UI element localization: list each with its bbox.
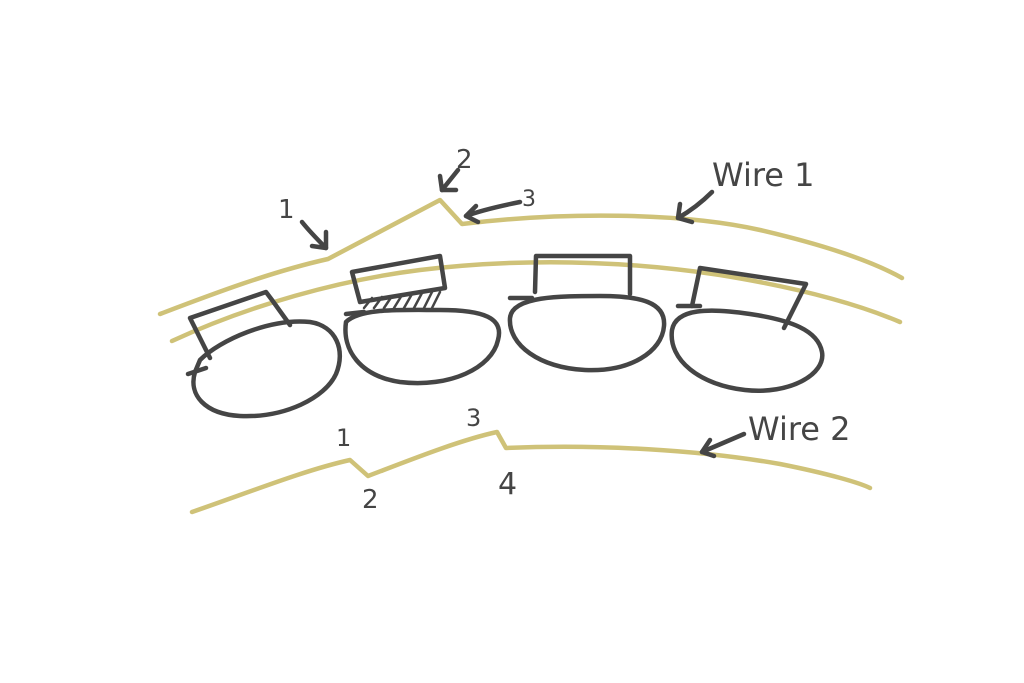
arrow-wire1-label — [675, 189, 715, 225]
wire-1-outer-line — [157, 197, 905, 317]
bracket-2-hatching — [362, 290, 442, 310]
wire-1-inner-line — [169, 259, 903, 344]
wire-2-point-3-label: 3 — [466, 404, 481, 432]
wire-1-point-1-label: 1 — [278, 195, 295, 225]
arrow-wire1-point-1 — [299, 219, 329, 251]
tooth-2-crown — [343, 307, 502, 386]
wire-1-point-3-label: 3 — [522, 187, 536, 212]
wire-2-point-4-label: 4 — [498, 467, 517, 502]
tooth-3 — [507, 253, 667, 373]
bracket-3 — [532, 253, 633, 297]
tooth-2 — [343, 253, 502, 386]
wire-2-line — [189, 429, 873, 515]
tooth-4-crown — [669, 308, 825, 393]
arrow-wire1-point-2 — [437, 167, 461, 193]
tooth-1-crown — [191, 319, 342, 419]
tooth-3-crown — [507, 293, 667, 373]
tooth-1 — [185, 289, 342, 419]
bracket-1-tick — [185, 365, 209, 377]
wire-2-label: Wire 2 — [748, 410, 851, 448]
wire-2-point-1-label: 1 — [336, 424, 351, 452]
bracket-1 — [187, 289, 293, 361]
tooth-4 — [669, 265, 825, 393]
arrow-wire2-label — [699, 431, 747, 459]
bracket-4 — [689, 265, 809, 331]
bracket-2 — [349, 253, 448, 305]
wire-1-point-2-label: 2 — [456, 145, 473, 175]
bracket-2-tick — [343, 309, 367, 317]
arrow-wire1-point-3 — [463, 199, 523, 225]
wire-1-label: Wire 1 — [712, 156, 815, 194]
wire-2-point-2-label: 2 — [362, 485, 379, 515]
